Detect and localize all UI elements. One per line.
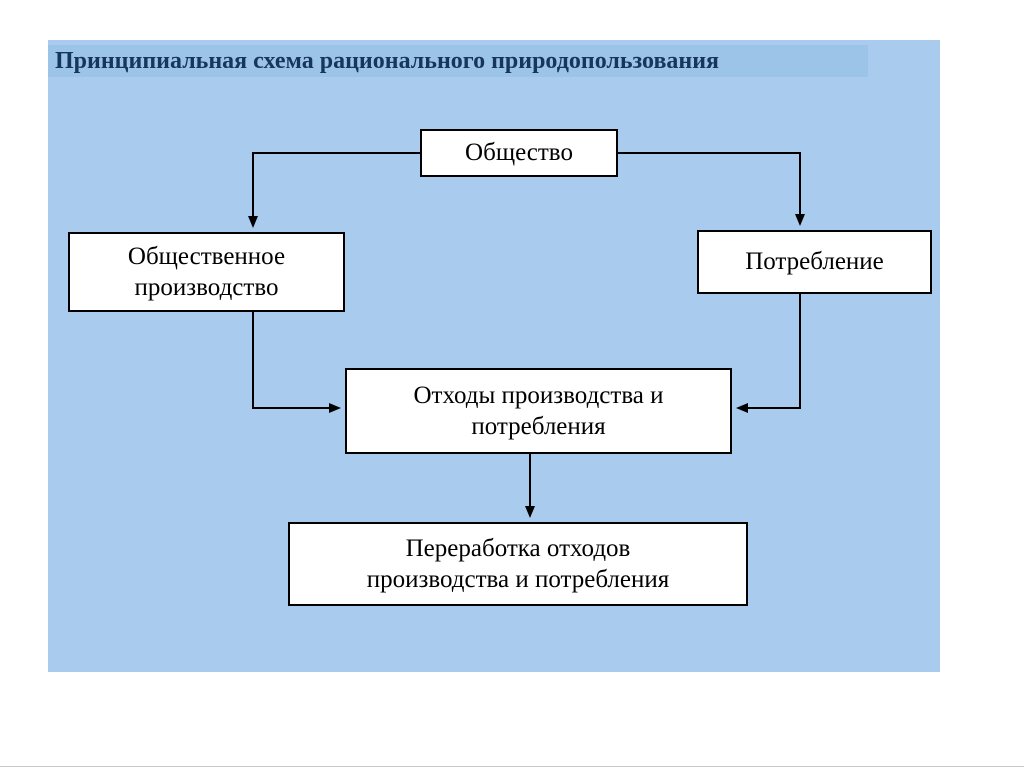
node-waste-label: Отходы производства и потребления <box>413 381 664 440</box>
node-society: Общество <box>420 129 618 177</box>
node-processing-label: Переработка отходов производства и потре… <box>366 534 670 593</box>
node-production: Общественное производство <box>68 232 345 312</box>
node-processing: Переработка отходов производства и потре… <box>288 522 748 606</box>
slide-title: Принципиальная схема рационального приро… <box>55 47 720 74</box>
node-waste: Отходы производства и потребления <box>345 368 732 454</box>
node-production-label: Общественное производство <box>127 242 286 301</box>
node-consumption: Потребление <box>697 230 932 294</box>
node-consumption-label: Потребление <box>745 248 884 276</box>
node-society-label: Общество <box>465 139 573 167</box>
slide-title-strip: Принципиальная схема рационального приро… <box>48 45 868 77</box>
